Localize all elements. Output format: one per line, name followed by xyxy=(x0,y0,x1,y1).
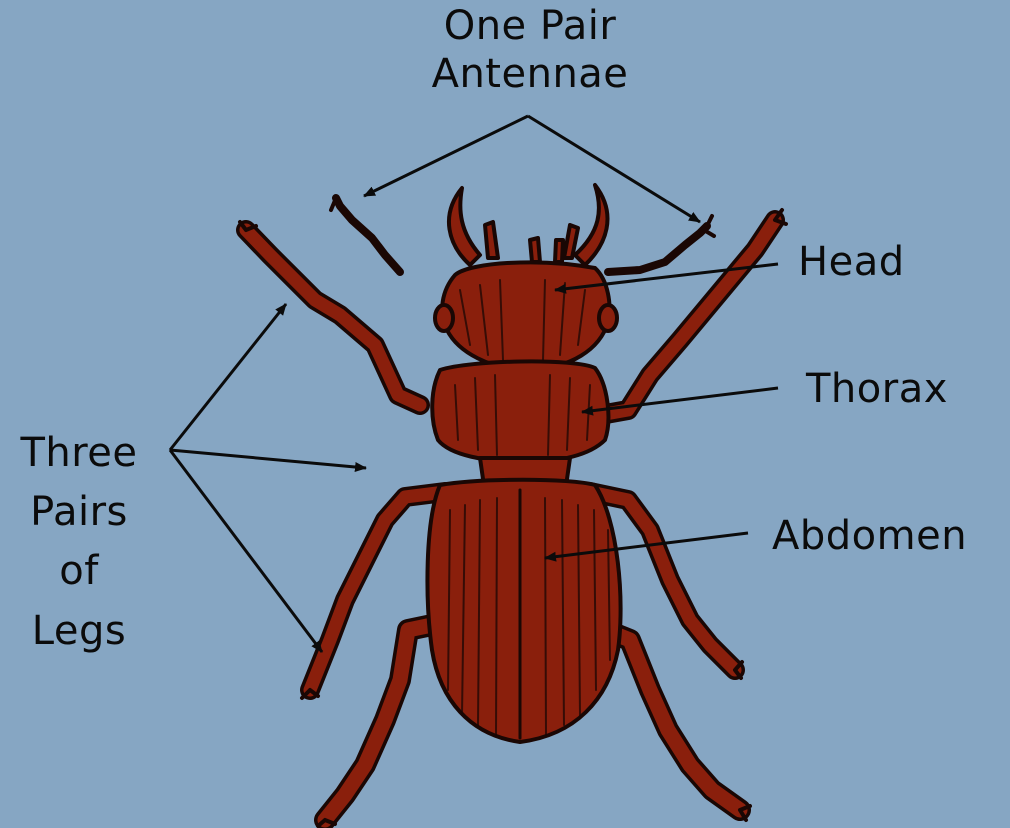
arrow-antennae-right xyxy=(528,116,700,222)
beetle-icon xyxy=(240,185,786,826)
mandible-left xyxy=(449,188,480,265)
arrow-legs-middle xyxy=(170,450,366,468)
antennae-label-line2: Antennae xyxy=(400,50,660,98)
arrow-legs-bottom xyxy=(170,450,322,652)
arrow-legs-top xyxy=(170,304,286,450)
legs-label-line3: of xyxy=(4,542,154,601)
antenna-left xyxy=(336,198,400,272)
thorax-label: Thorax xyxy=(806,365,948,413)
antenna-right xyxy=(608,226,707,272)
antennae-label: One Pair Antennae xyxy=(400,2,660,98)
antennae-label-line1: One Pair xyxy=(400,2,660,50)
arrow-antennae-left xyxy=(364,116,528,196)
legs-label-line2: Pairs xyxy=(4,483,154,542)
head-label: Head xyxy=(798,238,905,286)
legs-label: Three Pairs of Legs xyxy=(4,424,154,661)
head-segment xyxy=(442,262,609,370)
abdomen-label: Abdomen xyxy=(772,512,967,560)
legs-label-line1: Three xyxy=(4,424,154,483)
arrow-thorax xyxy=(582,388,778,412)
abdomen-segment xyxy=(427,480,620,742)
legs-label-line4: Legs xyxy=(4,602,154,661)
mandible-right xyxy=(575,185,607,265)
